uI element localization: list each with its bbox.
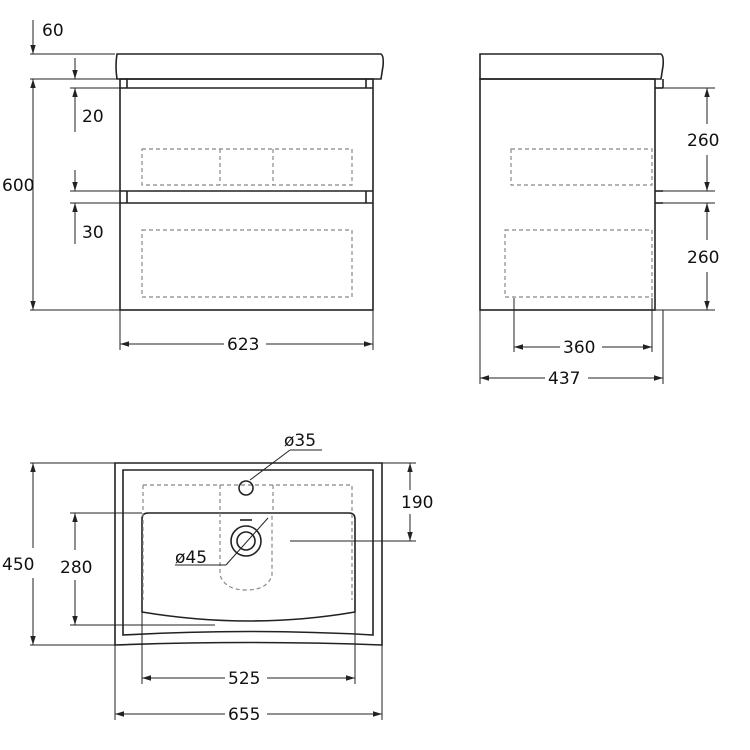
dim-60: 60 xyxy=(42,21,64,41)
dim-20: 20 xyxy=(82,107,104,127)
dim-360: 360 xyxy=(563,338,595,358)
side-view: 260 260 360 437 xyxy=(479,53,719,389)
dim-190: 190 xyxy=(401,493,433,513)
dim-260-upper: 260 xyxy=(687,131,719,151)
top-view: ø35 ø45 450 280 190 525 655 xyxy=(2,431,433,725)
dim-450: 450 xyxy=(2,555,34,575)
dim-655: 655 xyxy=(228,705,260,725)
dim-623: 623 xyxy=(227,335,259,355)
dim-280: 280 xyxy=(60,558,92,578)
dim-437: 437 xyxy=(548,369,580,389)
dim-260-lower: 260 xyxy=(687,248,719,268)
dim-tap-hole: ø35 xyxy=(284,431,316,451)
dim-525: 525 xyxy=(228,669,260,689)
dim-30: 30 xyxy=(82,223,104,243)
dim-600: 600 xyxy=(2,176,34,196)
dim-drain: ø45 xyxy=(175,548,207,568)
front-view: 60 600 20 30 623 xyxy=(2,20,385,355)
